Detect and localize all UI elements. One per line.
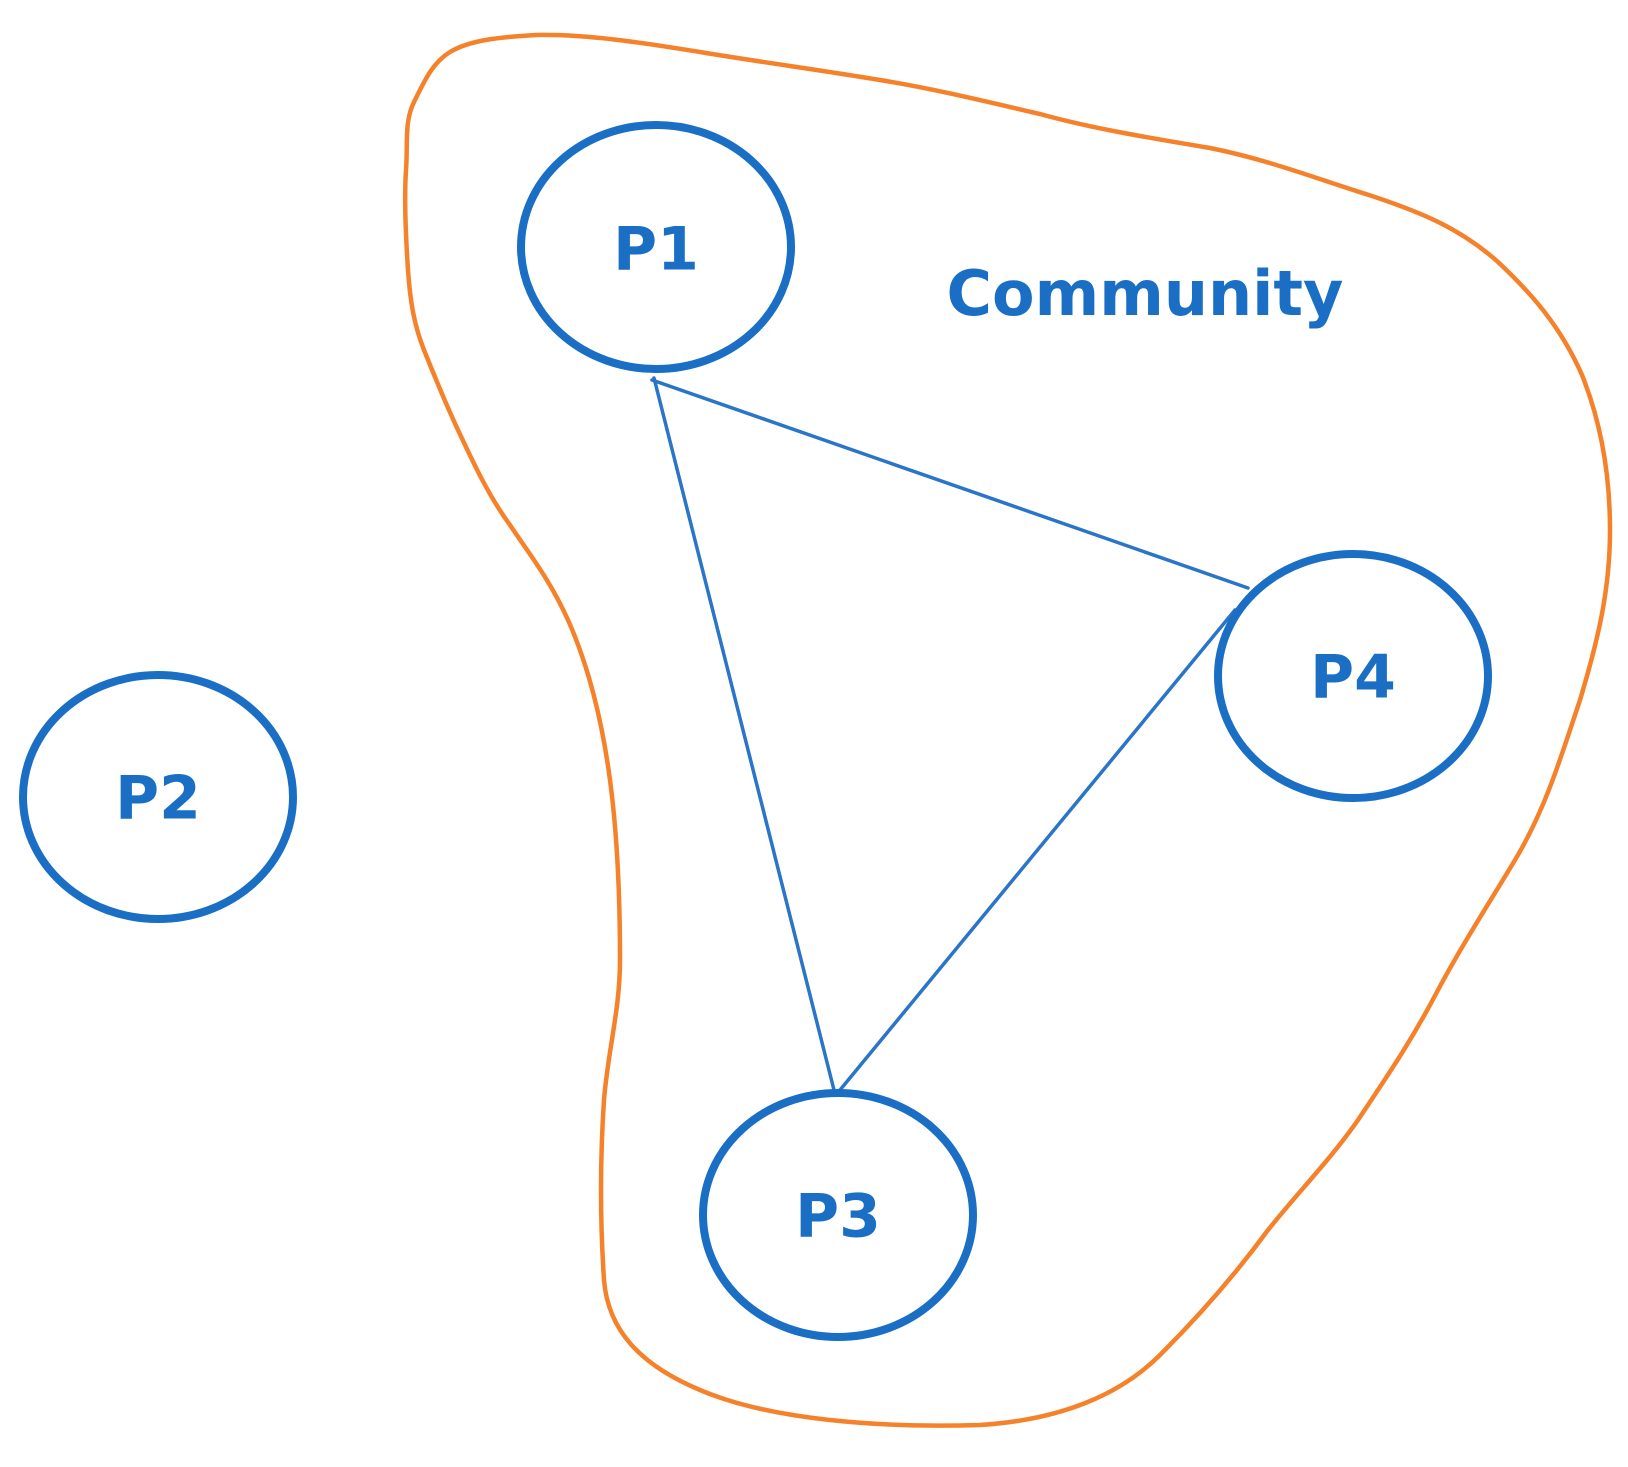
edges-group bbox=[650, 376, 1250, 1092]
node-p4[interactable]: P4 bbox=[1214, 550, 1492, 802]
node-p1-circle bbox=[517, 121, 795, 373]
community-label: Community bbox=[947, 257, 1344, 330]
node-p1-label: P1 bbox=[613, 215, 699, 285]
community-boundary bbox=[402, 32, 1613, 1428]
edge-p1-p4 bbox=[650, 378, 1250, 590]
node-p4-circle bbox=[1214, 550, 1492, 802]
node-p3-label: P3 bbox=[795, 1182, 881, 1252]
node-p3-circle bbox=[699, 1089, 977, 1341]
node-p4-label: P4 bbox=[1310, 643, 1396, 713]
nodes-group: P1 P2 P3 P4 bbox=[19, 121, 1492, 1341]
edge-p1-p3 bbox=[652, 376, 836, 1092]
edge-p4-p3 bbox=[838, 608, 1237, 1092]
node-p3[interactable]: P3 bbox=[699, 1089, 977, 1341]
node-p2-label: P2 bbox=[115, 764, 201, 834]
node-p1[interactable]: P1 bbox=[517, 121, 795, 373]
node-p2-circle bbox=[19, 671, 297, 923]
node-p2[interactable]: P2 bbox=[19, 671, 297, 923]
